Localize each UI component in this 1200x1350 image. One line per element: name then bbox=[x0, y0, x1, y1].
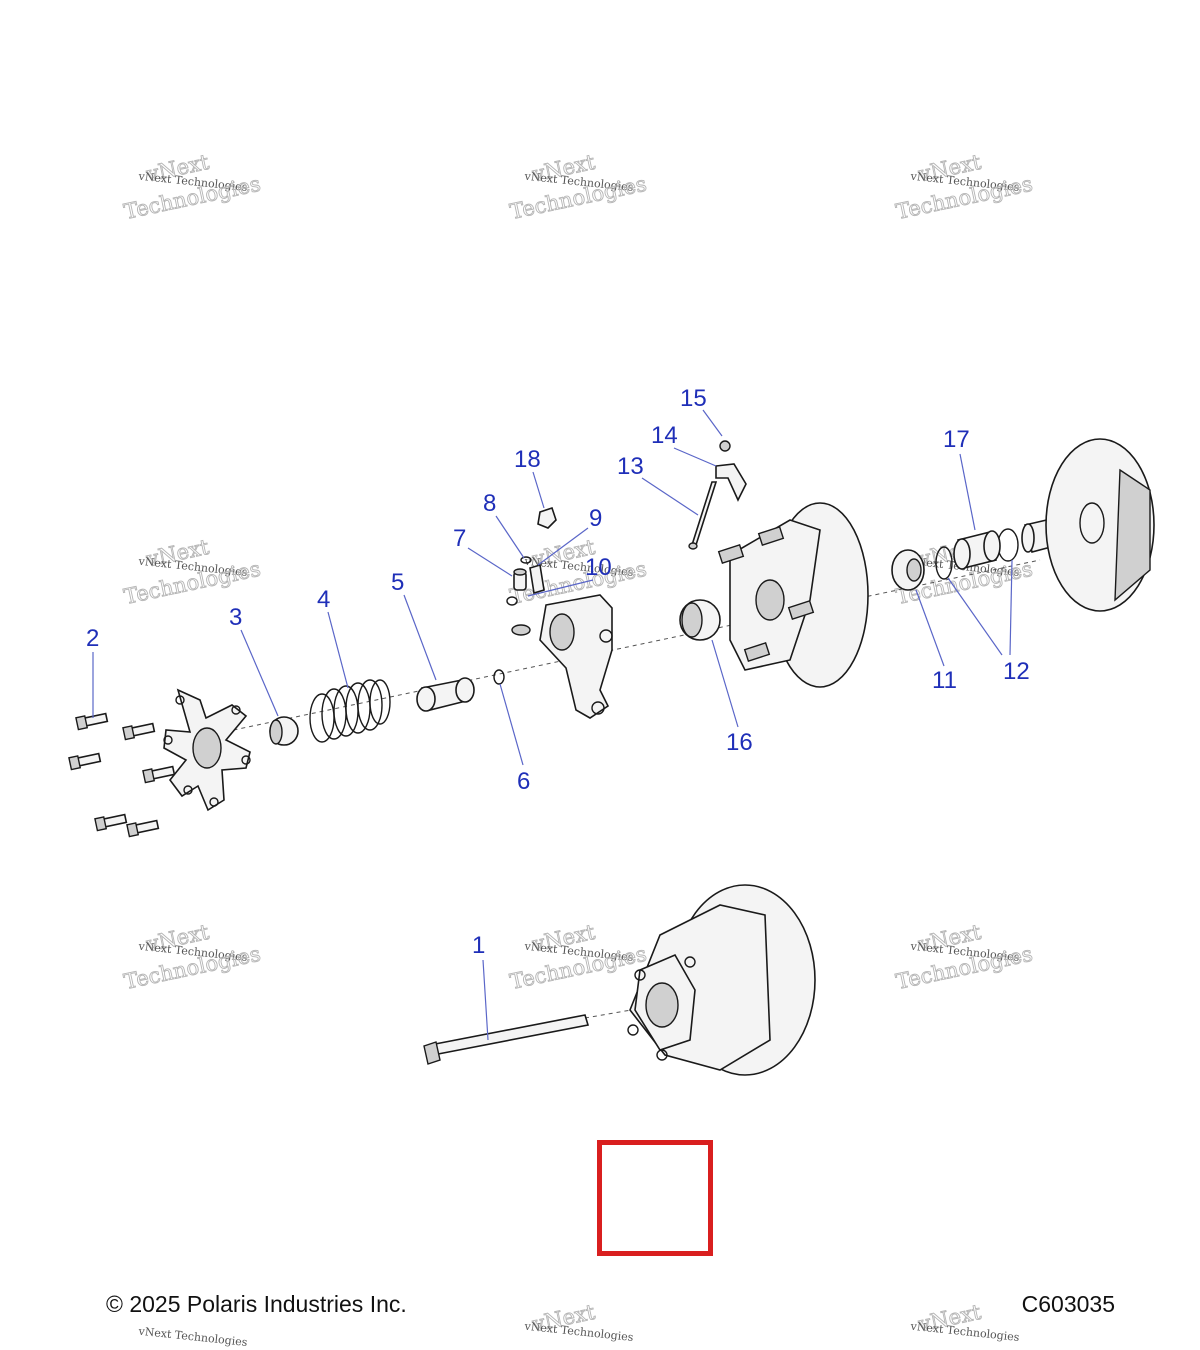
watermarks: vNext vNext Technologies Technologies vN… bbox=[121, 149, 1035, 1349]
watermark: vNext vNext Technologies Technologies bbox=[121, 534, 263, 609]
callout-16: 16 bbox=[726, 729, 753, 756]
callout-1: 1 bbox=[472, 932, 485, 959]
callout-13: 13 bbox=[617, 453, 644, 480]
callout-3: 3 bbox=[229, 604, 242, 631]
roller-hardware bbox=[506, 506, 557, 636]
bolts-part-2 bbox=[68, 712, 176, 838]
diagram-code: C603035 bbox=[1021, 1291, 1115, 1317]
callout-17: 17 bbox=[943, 426, 970, 453]
watermark: vNext vNext Technologies Technologies bbox=[893, 149, 1035, 224]
callout-18: 18 bbox=[514, 446, 541, 473]
watermark: vNext vNext Technologies Technologies bbox=[507, 149, 649, 224]
callout-14: 14 bbox=[651, 422, 678, 449]
callout-8: 8 bbox=[483, 490, 496, 517]
callout-labels: 1 2 3 4 5 6 7 8 9 10 11 12 13 14 15 16 1… bbox=[86, 385, 1030, 959]
watermark: vNext Technologies bbox=[137, 1325, 248, 1349]
svg-text:vNext Technologies: vNext Technologies bbox=[137, 1325, 248, 1349]
watermark: vNext vNext Technologies bbox=[523, 1299, 634, 1344]
watermark: vNext vNext Technologies Technologies bbox=[121, 919, 263, 994]
moveable-sheave bbox=[717, 502, 869, 688]
callout-15: 15 bbox=[680, 385, 707, 412]
moveable-sheave-hub bbox=[539, 594, 613, 719]
selection-marker-box bbox=[597, 1140, 713, 1256]
bushing-part-3 bbox=[269, 716, 299, 746]
bearing-stack bbox=[891, 528, 1019, 591]
assembled-clutch-part-1 bbox=[423, 884, 816, 1076]
callout-12: 12 bbox=[1003, 658, 1030, 685]
bushing-part-16 bbox=[679, 599, 721, 641]
callout-2: 2 bbox=[86, 625, 99, 652]
watermark: vNext vNext Technologies Technologies bbox=[893, 919, 1035, 994]
watermark: vNext vNext Technologies bbox=[909, 1299, 1020, 1344]
fixed-sheave bbox=[1021, 438, 1155, 612]
callout-11: 11 bbox=[932, 667, 957, 694]
o-ring-part-6 bbox=[493, 669, 505, 685]
spider-plate bbox=[163, 688, 251, 812]
callout-6: 6 bbox=[517, 768, 530, 795]
callout-10: 10 bbox=[585, 554, 612, 581]
flyweight-hardware bbox=[688, 440, 747, 550]
callout-4: 4 bbox=[317, 586, 330, 613]
copyright-text: © 2025 Polaris Industries Inc. bbox=[106, 1291, 407, 1317]
sleeve-part-5 bbox=[416, 677, 475, 712]
callout-5: 5 bbox=[391, 569, 404, 596]
leader-lines bbox=[92, 409, 1013, 1041]
watermark: vNext vNext Technologies Technologies bbox=[121, 149, 263, 224]
watermark: vNext vNext Technologies Technologies bbox=[507, 534, 649, 609]
watermark: vNext vNext Technologies Technologies bbox=[507, 919, 649, 994]
callout-9: 9 bbox=[589, 505, 602, 532]
spring-part-4 bbox=[309, 679, 391, 743]
callout-7: 7 bbox=[453, 525, 466, 552]
